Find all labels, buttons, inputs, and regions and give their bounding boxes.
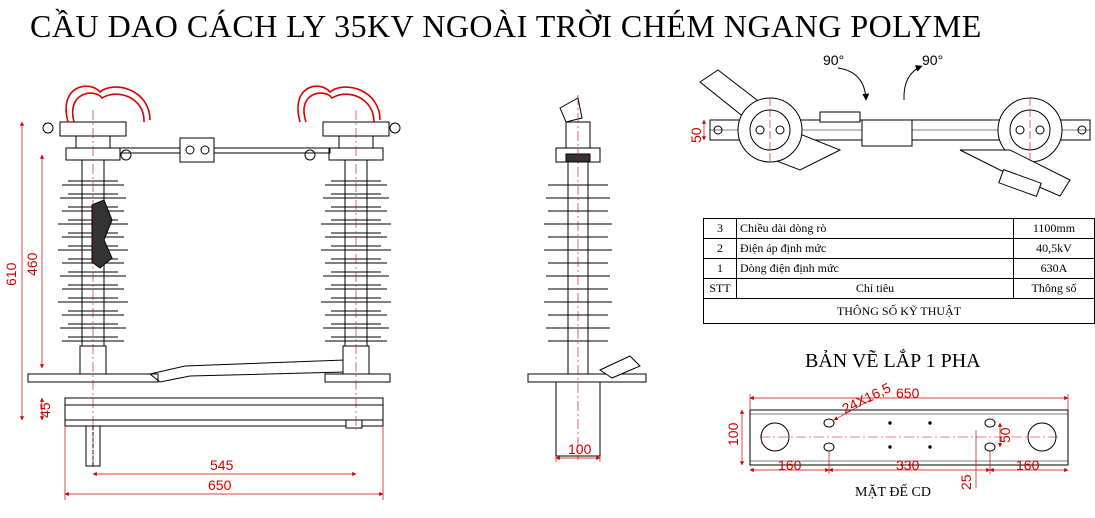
assembly-title: BẢN VẼ LẮP 1 PHA	[805, 350, 981, 372]
table-caption-row: THÔNG SỐ KỸ THUẬT	[703, 298, 1095, 324]
drawing-title: CẦU DAO CÁCH LY 35KV NGOÀI TRỜI CHÉM NGA…	[30, 8, 982, 44]
dim-insulator-spacing: 545	[210, 457, 234, 473]
center-contact	[861, 119, 913, 147]
dim-base-width: 650	[208, 477, 232, 493]
left-pivot	[737, 97, 803, 163]
spec-table: 3 Chiều dài dòng rò 1100mm 2 Điện áp địn…	[703, 218, 1095, 324]
right-blade	[959, 149, 1071, 197]
dim-insulator-height: 460	[24, 252, 40, 276]
dim-side-base-width: 100	[568, 441, 592, 457]
dim-total-height: 610	[3, 262, 19, 286]
base-channel	[64, 397, 384, 427]
base-plate-dimensions	[739, 394, 1069, 488]
dim-base-height: 45	[37, 402, 53, 418]
bottom-plate-right	[324, 373, 391, 383]
table-row: 1 Dòng điện định mức 630A	[703, 258, 1095, 279]
dim-center-gap: 330	[896, 457, 920, 473]
operating-rod	[148, 359, 346, 383]
angle-right: 90°	[922, 52, 943, 68]
table-header-row: STT Chỉ tiêu Thông số	[703, 278, 1095, 299]
front-view	[27, 85, 401, 470]
dim-edge-offset: 25	[958, 474, 974, 490]
base-plate-caption: MẶT ĐẾ CD	[855, 485, 931, 500]
table-row: 2 Điện áp định mức 40,5kV	[703, 238, 1095, 259]
dim-right-offset: 160	[1016, 457, 1040, 473]
insulator-left	[58, 121, 128, 375]
section-hatch	[91, 199, 113, 269]
dim-plate-width: 100	[725, 422, 741, 446]
angle-left: 90°	[823, 52, 844, 68]
dim-bar-height: 50	[688, 127, 704, 143]
side-view	[527, 95, 647, 460]
contact-blade	[119, 147, 331, 154]
base-plate	[749, 409, 1069, 466]
spec-caption: THÔNG SỐ KỸ THUẬT	[703, 298, 1095, 324]
dim-hole-spacing: 50	[997, 427, 1013, 443]
top-view	[699, 65, 1091, 198]
table-row: 3 Chiều dài dòng rò 1100mm	[703, 218, 1095, 239]
front-dimensions	[19, 121, 384, 500]
dim-plate-length: 650	[896, 385, 920, 401]
dim-left-offset: 160	[778, 457, 802, 473]
side-dimensions	[555, 455, 601, 462]
base-plate-outline	[749, 409, 1069, 466]
